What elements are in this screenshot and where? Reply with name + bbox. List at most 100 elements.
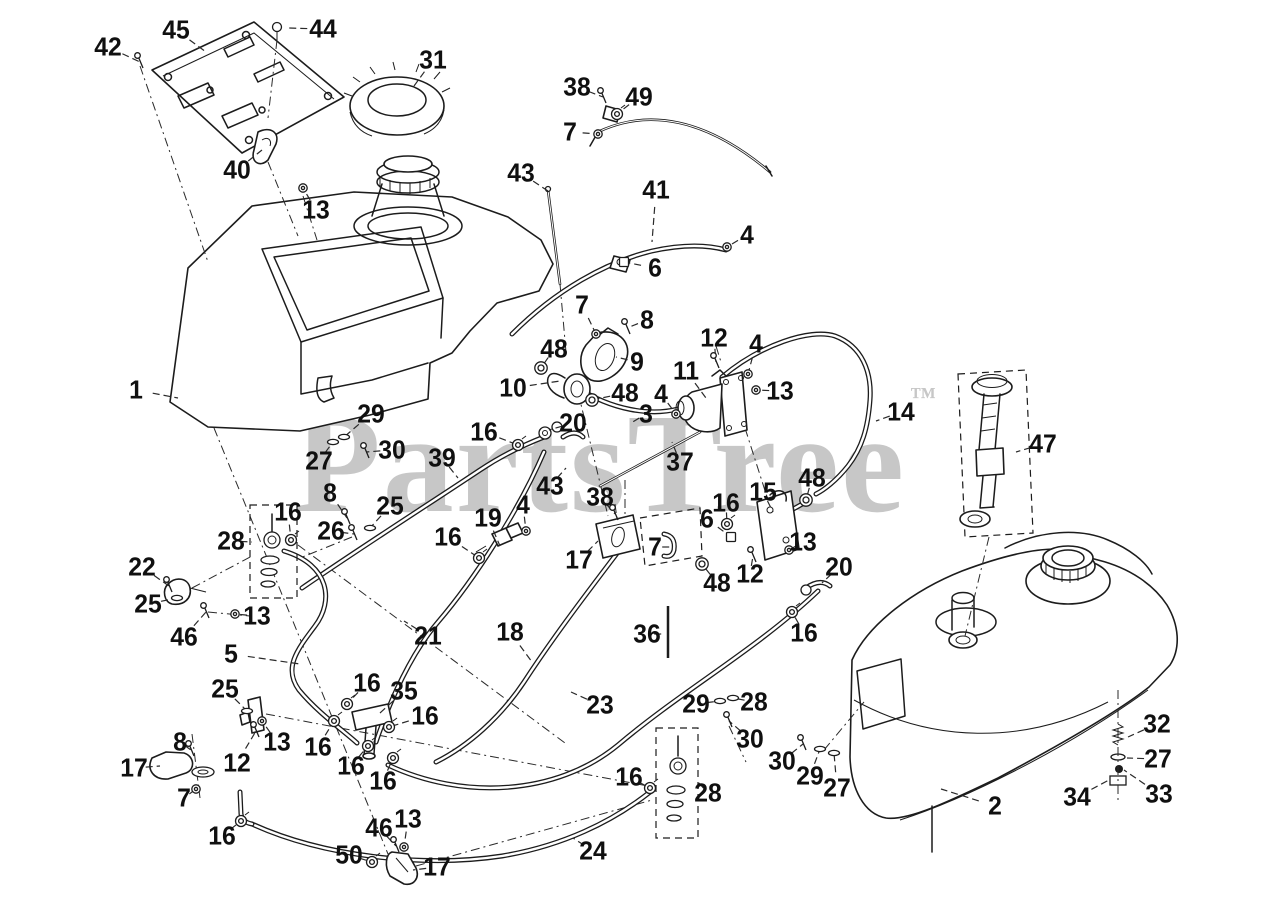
filter-box-28-bottom <box>655 727 699 839</box>
callout-16: 16 <box>411 700 439 731</box>
callout-17: 17 <box>423 851 451 882</box>
callout-8: 8 <box>640 304 654 335</box>
hose-5 <box>281 548 360 746</box>
clamp-icon <box>643 778 659 795</box>
clamp-icon <box>234 811 250 828</box>
callout-12: 12 <box>700 322 728 353</box>
hose-24 <box>250 790 652 862</box>
callout-16: 16 <box>615 761 643 792</box>
clip-icon <box>618 256 630 268</box>
elbow-17-bottom-left <box>149 751 215 780</box>
callout-48: 48 <box>798 462 826 493</box>
bracket-9 <box>580 331 629 382</box>
ball-33 <box>1115 765 1123 773</box>
callout-44: 44 <box>309 13 337 44</box>
nut-icon <box>399 842 409 852</box>
callout-30: 30 <box>378 434 406 465</box>
grommet-icon <box>585 393 599 407</box>
hose-5 <box>282 549 359 745</box>
callout-22: 22 <box>128 551 156 582</box>
callout-13: 13 <box>766 375 794 406</box>
screw-icon <box>360 442 370 459</box>
screw-icon <box>134 52 144 69</box>
callout-42: 42 <box>94 31 122 62</box>
callout-41: 41 <box>642 174 670 205</box>
elbow-20-right <box>800 580 833 596</box>
callout-9: 9 <box>630 346 644 377</box>
callout-19: 19 <box>474 502 502 533</box>
callout-27: 27 <box>305 445 333 476</box>
hose-23 <box>386 589 820 790</box>
callout-49: 49 <box>625 81 653 112</box>
callout-38: 38 <box>563 71 591 102</box>
callout-1: 1 <box>129 374 143 405</box>
screw-icon <box>797 734 807 751</box>
screw-icon <box>597 87 607 104</box>
callout-16: 16 <box>353 667 381 698</box>
callout-50: 50 <box>335 839 363 870</box>
nut-icon <box>751 385 761 395</box>
clamp-icon <box>386 748 402 765</box>
valve-and-bracket <box>546 327 629 405</box>
inline-filter-17 <box>595 507 703 567</box>
clamp-icon <box>720 514 736 531</box>
grommet-icon <box>695 557 709 571</box>
callout-13: 13 <box>263 726 291 757</box>
washer-icon <box>713 697 727 705</box>
screw-icon <box>609 504 619 521</box>
nut-icon <box>671 409 681 419</box>
callout-29: 29 <box>357 398 385 429</box>
callout-7: 7 <box>563 116 577 147</box>
callout-26: 26 <box>317 515 345 546</box>
callout-20: 20 <box>559 407 587 438</box>
clamp-icon <box>365 852 381 869</box>
callout-16: 16 <box>790 617 818 648</box>
callout-28: 28 <box>694 777 722 808</box>
nut-icon <box>593 129 603 139</box>
fuel-pump-11 <box>675 369 748 437</box>
screw-icon <box>250 721 260 738</box>
nut-icon <box>743 369 753 379</box>
screw-icon <box>185 740 195 757</box>
callout-40: 40 <box>223 154 251 185</box>
hose-41 <box>510 244 728 336</box>
washer-icon <box>326 438 340 446</box>
callout-16: 16 <box>712 487 740 518</box>
hose-18 <box>433 549 621 765</box>
callout-31: 31 <box>419 44 447 75</box>
rod-43 <box>547 189 561 285</box>
washer-icon <box>337 433 351 441</box>
clamp-icon <box>472 548 488 565</box>
screw-icon <box>747 546 757 563</box>
callout-48: 48 <box>540 333 568 364</box>
button-plug-44 <box>271 21 283 33</box>
callout-48: 48 <box>611 377 639 408</box>
callout-30: 30 <box>736 723 764 754</box>
callout-4: 4 <box>749 328 763 359</box>
clamp-icon <box>361 736 377 753</box>
rod-37 <box>599 431 701 487</box>
callout-38: 38 <box>586 481 614 512</box>
nut-icon <box>784 545 794 555</box>
screw-icon <box>200 602 210 619</box>
washer-icon <box>363 524 377 532</box>
washer-icon <box>170 594 184 602</box>
callout-17: 17 <box>565 544 593 575</box>
washer-icon <box>827 749 841 757</box>
callout-13: 13 <box>243 600 271 631</box>
callout-13: 13 <box>302 194 330 225</box>
callout-39: 39 <box>428 442 456 473</box>
clamp-icon <box>785 602 801 619</box>
nut-icon <box>521 526 531 536</box>
callout-27: 27 <box>823 772 851 803</box>
clamp-icon <box>382 717 398 734</box>
callout-7: 7 <box>648 531 662 562</box>
callout-7: 7 <box>575 289 589 320</box>
callout-28: 28 <box>217 525 245 556</box>
callout-4: 4 <box>654 378 668 409</box>
washer-icon <box>240 707 254 715</box>
washer-icon <box>813 745 827 753</box>
callout-46: 46 <box>170 621 198 652</box>
